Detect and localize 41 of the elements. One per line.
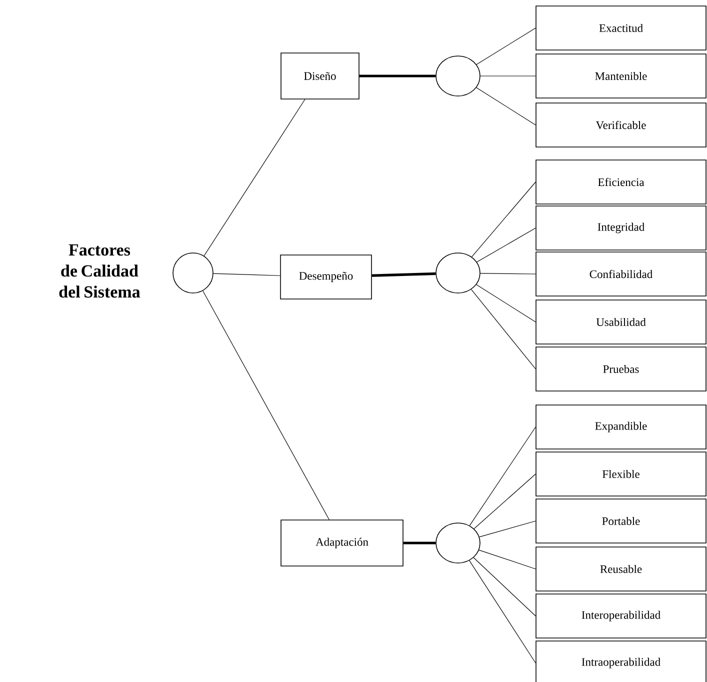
connector-line xyxy=(202,290,330,520)
leaf-box: Portable xyxy=(536,498,706,544)
leaf-box: Pruebas xyxy=(536,346,706,392)
leaf-box: Mantenible xyxy=(536,54,706,98)
connector-line xyxy=(372,272,436,277)
junction-circle xyxy=(436,252,480,294)
junction-circle xyxy=(172,252,214,294)
connector-line xyxy=(204,99,306,256)
connector-line xyxy=(474,474,536,530)
leaf-box: Verificable xyxy=(536,102,706,148)
leaf-box: Intraoperabilidad xyxy=(536,640,706,682)
connector-line xyxy=(359,74,436,78)
leaf-box: Usabilidad xyxy=(536,300,706,344)
connector-line xyxy=(473,557,536,616)
leaf-box: Integridad xyxy=(536,206,706,250)
leaf-box: Reusable xyxy=(536,546,706,592)
title-text: Factores de Calidad del Sistema xyxy=(59,244,140,298)
leaf-box: Exactitud xyxy=(536,6,706,50)
leaf-box: Expandible xyxy=(536,404,706,450)
connector-line xyxy=(213,273,280,276)
leaf-box: Eficiencia xyxy=(536,160,706,204)
junction-circle xyxy=(436,56,480,96)
junction-circle xyxy=(436,522,480,564)
leaf-box: Interoperabilidad xyxy=(536,594,706,638)
connector-line xyxy=(469,426,536,526)
connector-line xyxy=(478,550,536,570)
connector-line xyxy=(479,520,536,538)
connector-line xyxy=(476,87,536,126)
leaf-box: Confiabilidad xyxy=(536,252,706,296)
connector-line xyxy=(403,542,436,544)
category-box: Diseño xyxy=(280,52,360,100)
category-box: Adaptación xyxy=(280,520,404,566)
category-box: Desempeño xyxy=(280,254,372,300)
connector-line xyxy=(476,228,536,262)
connector-line xyxy=(480,272,536,274)
connector-line xyxy=(469,560,536,664)
leaf-box: Flexible xyxy=(536,452,706,496)
connector-line xyxy=(471,182,536,258)
connector-line xyxy=(476,284,536,322)
connector-line xyxy=(470,289,536,370)
connector-line xyxy=(476,28,536,65)
